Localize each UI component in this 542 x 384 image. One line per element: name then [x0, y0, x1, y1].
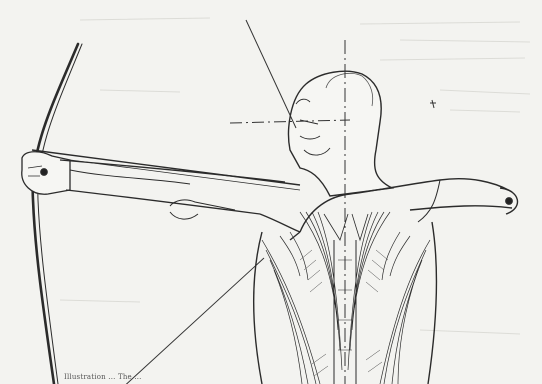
shading — [300, 250, 388, 376]
guide-lines — [120, 20, 350, 384]
back-muscles — [262, 212, 430, 384]
small-mark — [430, 100, 436, 108]
page-ghosting — [60, 18, 530, 334]
bow-hand — [22, 152, 70, 194]
figure-caption: Illustration ... The ... — [64, 373, 142, 381]
head — [289, 71, 392, 196]
bow — [33, 44, 82, 384]
bow-arm — [60, 160, 300, 232]
